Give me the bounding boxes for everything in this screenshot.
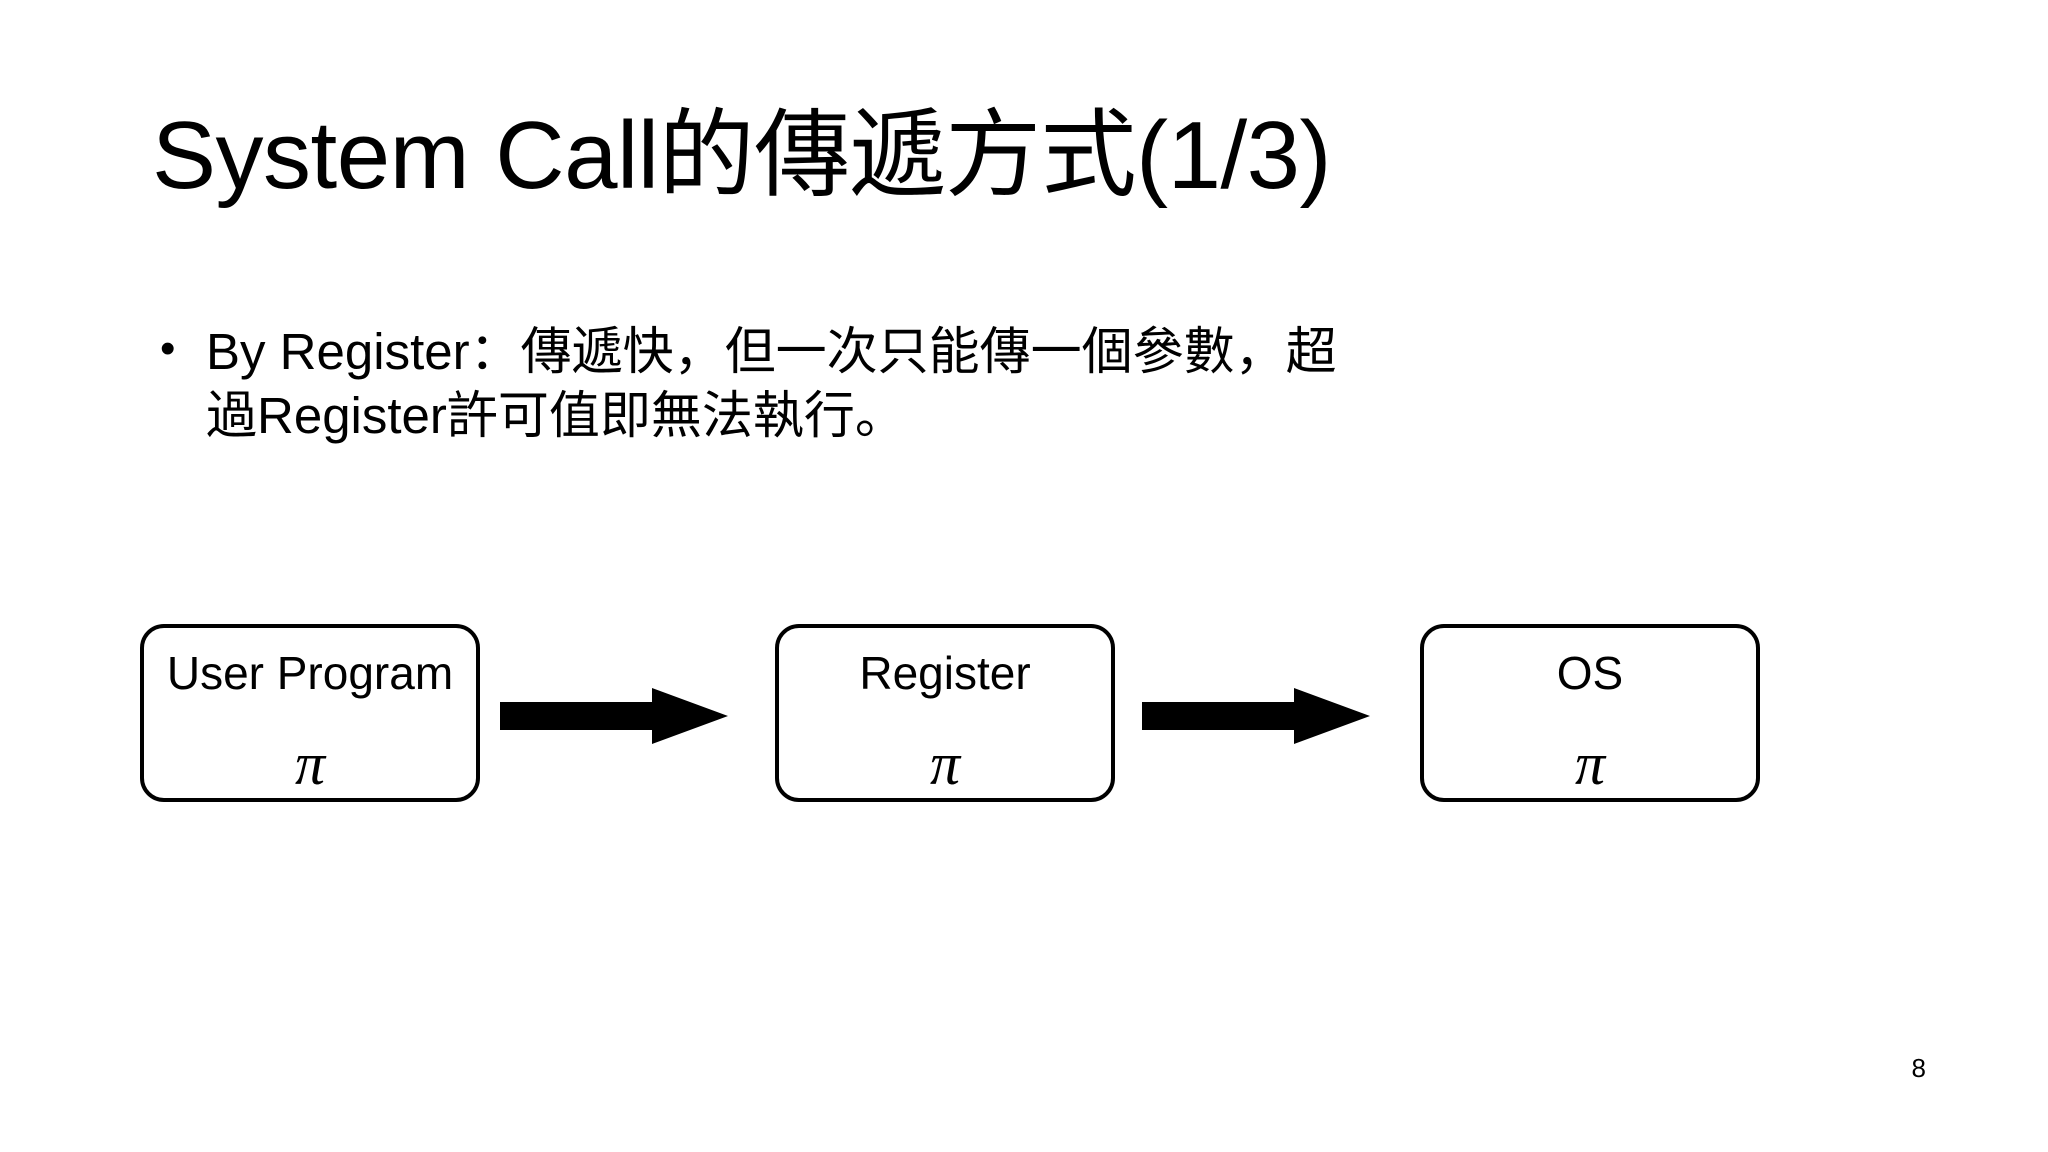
- pi-symbol: π: [294, 731, 326, 797]
- flow-node-label: OS: [1556, 647, 1624, 699]
- flow-node-label: User Program: [166, 647, 454, 699]
- flow-node-register: Register π: [775, 624, 1115, 802]
- pi-symbol: π: [929, 731, 961, 797]
- bullet-marker-icon: •: [160, 324, 176, 373]
- flow-node-user-program: User Program π: [140, 624, 480, 802]
- bullet-item: • By Register：傳遞快，但一次只能傳一個參數，超過Register許…: [160, 320, 1660, 449]
- pi-symbol: π: [1574, 731, 1606, 797]
- page-title: System Call的傳遞方式(1/3): [152, 102, 1332, 209]
- flow-node-label: Register: [859, 647, 1031, 699]
- page-number: 8: [1911, 1053, 1926, 1083]
- bullet-text: By Register：傳遞快，但一次只能傳一個參數，超過Register許可值…: [206, 323, 1337, 445]
- flow-node-os: OS π: [1420, 624, 1760, 802]
- arrow-right-icon: [1142, 688, 1370, 744]
- body-content: • By Register：傳遞快，但一次只能傳一個參數，超過Register許…: [160, 320, 1660, 449]
- arrow-right-icon: [500, 688, 728, 744]
